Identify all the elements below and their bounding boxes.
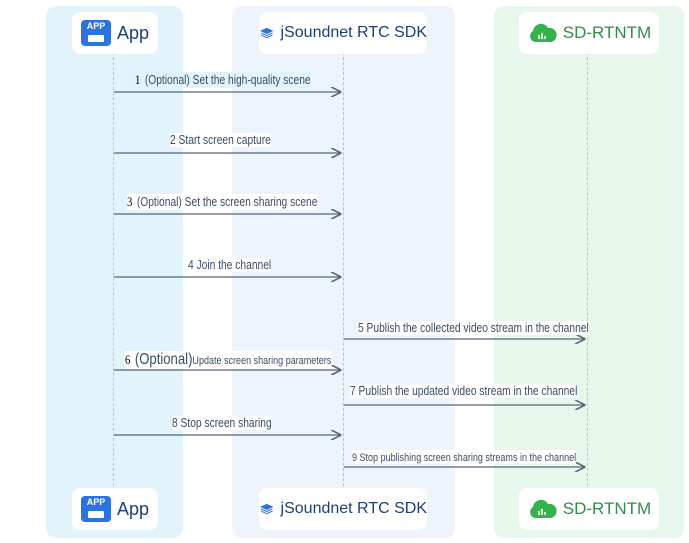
sd-rtn-participant-label: SD-RTNTM xyxy=(562,23,652,42)
sdk-lifeline xyxy=(343,52,344,486)
cloud-icon xyxy=(529,499,557,518)
app-lane xyxy=(46,6,183,538)
message-7-text: 7 Publish the updated video stream in th… xyxy=(350,384,578,398)
message-9-label: 9 Stop publishing screen sharing streams… xyxy=(352,450,577,464)
sdk-participant-top: jSoundnet RTC SDK xyxy=(259,12,427,54)
sdk-participant-label: jSoundnet RTC SDK xyxy=(280,24,427,41)
message-9-text: 9 Stop publishing screen sharing streams… xyxy=(352,452,577,464)
message-6-label: 6 (Optional)Update screen sharing parame… xyxy=(125,351,332,369)
message-6-number: 6 xyxy=(125,352,131,367)
message-5-label: 5 Publish the collected video stream in … xyxy=(358,321,589,335)
app-icon-badge: APP xyxy=(86,497,106,507)
sd-rtn-participant-label: SD-RTNTM xyxy=(562,499,652,518)
cloud-icon xyxy=(529,23,557,42)
layers-stack-icon xyxy=(260,27,274,39)
sdk-participant-label: jSoundnet RTC SDK xyxy=(280,500,427,517)
message-3-text: (Optional) Set the screen sharing scene xyxy=(136,195,318,209)
sd-rtn-lifeline xyxy=(587,52,588,486)
message-3-label: 3 (Optional) Set the screen sharing scen… xyxy=(127,194,318,210)
app-tablet-icon: APP xyxy=(80,20,111,46)
message-2-text: 2 Start screen capture xyxy=(170,133,271,147)
app-icon-badge: APP xyxy=(86,21,106,31)
app-participant-label: App xyxy=(116,498,150,519)
app-tablet-icon: APP xyxy=(80,496,111,522)
sd-rtn-participant-top: SD-RTNTM xyxy=(519,12,659,54)
message-3-number: 3 xyxy=(127,194,133,209)
message-4-label: 4 Join the channel xyxy=(188,258,272,272)
sd-rtn-lane xyxy=(494,6,684,538)
app-lifeline xyxy=(113,52,114,486)
message-4-text: 4 Join the channel xyxy=(188,258,272,272)
message-1-number: 1 xyxy=(135,72,141,87)
app-participant-bottom: APP App xyxy=(72,488,158,530)
message-1-text: (Optional) Set the high-quality scene xyxy=(144,73,311,87)
app-participant-label: App xyxy=(116,22,150,43)
message-2-label: 2 Start screen capture xyxy=(170,133,271,147)
message-8-text: 8 Stop screen sharing xyxy=(172,416,272,430)
message-6-text: Update screen sharing parameters xyxy=(192,355,332,367)
app-participant-top: APP App xyxy=(72,12,158,54)
message-6-prefix: (Optional) xyxy=(134,351,193,368)
message-7-label: 7 Publish the updated video stream in th… xyxy=(350,384,578,398)
message-1-label: 1 (Optional) Set the high-quality scene xyxy=(135,72,311,88)
layers-stack-icon xyxy=(260,503,274,515)
sd-rtn-participant-bottom: SD-RTNTM xyxy=(519,488,659,530)
message-8-label: 8 Stop screen sharing xyxy=(172,416,272,430)
sdk-participant-bottom: jSoundnet RTC SDK xyxy=(259,488,427,530)
message-5-text: 5 Publish the collected video stream in … xyxy=(358,321,589,335)
